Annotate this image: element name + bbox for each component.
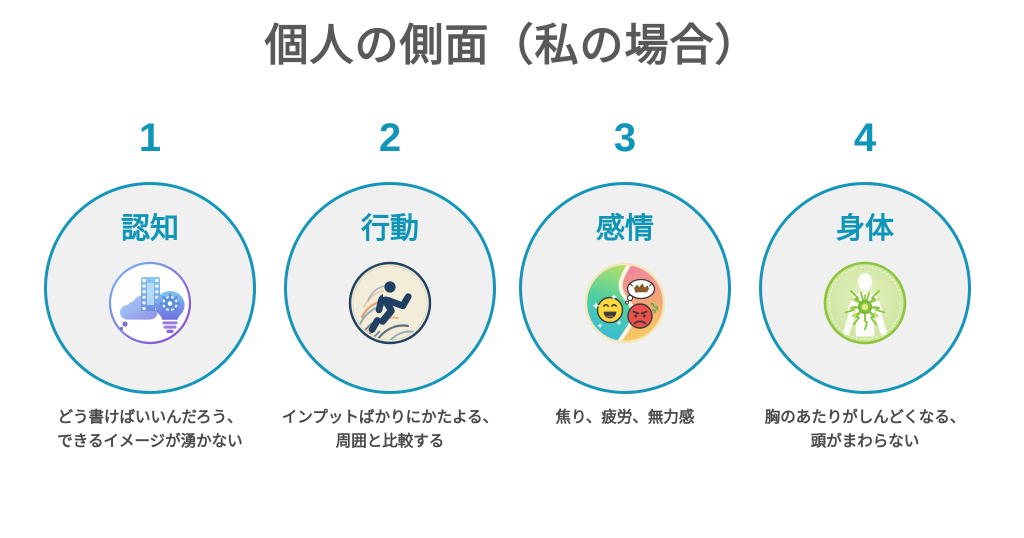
aspect-column-1[interactable]: 1 認知 — [22, 118, 278, 478]
step-number-2: 2 — [378, 116, 402, 160]
happy-angry-emoji-split-icon — [583, 261, 667, 345]
body-nerves-icon — [823, 261, 907, 345]
aspect-caption-3: 焦り、疲労、無力感 — [555, 409, 695, 426]
aspect-caption-1: どう書けばいいんだろう、 できるイメージが湧かない — [57, 409, 243, 451]
step-number-4: 4 — [853, 116, 877, 160]
aspect-column-3[interactable]: 3 感情 — [497, 118, 753, 478]
aspect-label-2: 行動 — [360, 213, 419, 245]
aspect-bubble-3[interactable]: 感情 — [519, 182, 731, 394]
aspect-label-1: 認知 — [120, 213, 179, 245]
page-title: 個人の側面（私の場合） — [264, 21, 760, 70]
step-number-3: 3 — [613, 116, 637, 160]
aspect-bubble-4[interactable]: 身体 — [759, 182, 971, 394]
brain-cloud-film-lightbulb-icon — [108, 261, 192, 345]
aspect-caption-2: インプットばかりにかたよる、 周囲と比較する — [281, 409, 499, 451]
aspect-bubble-2[interactable]: 行動 — [284, 182, 496, 394]
aspect-bubble-1[interactable]: 認知 — [44, 182, 256, 394]
step-number-1: 1 — [138, 116, 162, 160]
aspect-columns: 1 認知 — [0, 118, 1024, 478]
aspect-caption-4: 胸のあたりがしんどくなる、 頭がまわらない — [764, 409, 966, 451]
aspect-column-2[interactable]: 2 行動 — [262, 118, 518, 478]
aspect-label-3: 感情 — [595, 213, 654, 245]
leaping-person-icon — [348, 261, 432, 345]
aspect-label-4: 身体 — [835, 213, 894, 245]
aspect-column-4[interactable]: 4 身体 — [737, 118, 993, 478]
